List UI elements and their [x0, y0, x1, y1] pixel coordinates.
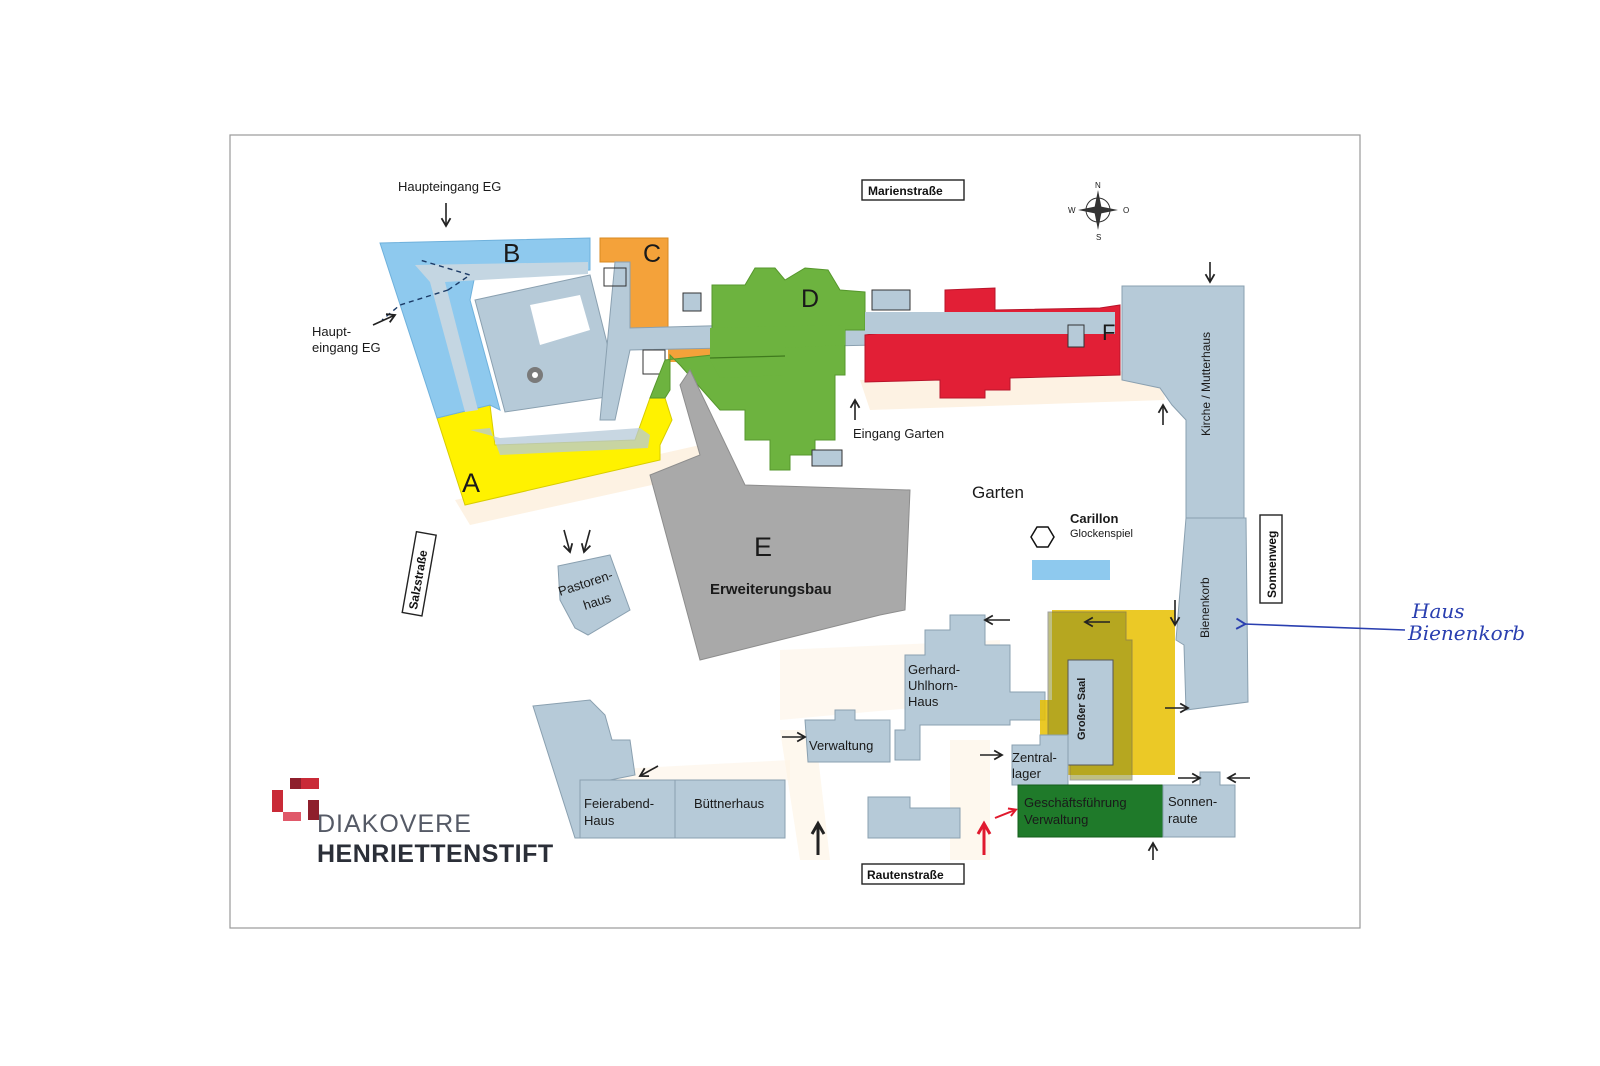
label-gf-1: Geschäftsführung [1024, 795, 1127, 810]
label-kirche: Kirche / Mutterhaus [1199, 332, 1213, 436]
kirche-mutterhaus[interactable] [1121, 285, 1245, 523]
label-sonnenraute-1: Sonnen- [1168, 794, 1217, 809]
wing-d-divider [709, 355, 786, 359]
compass-s: S [1096, 233, 1101, 242]
label-glockenspiel: Glockenspiel [1070, 528, 1133, 540]
courtyard-open [530, 295, 590, 345]
bienenkorb[interactable] [1175, 517, 1249, 711]
compass-w: W [1068, 206, 1076, 215]
carillon-icon [1030, 526, 1055, 548]
feierabend-haus-main [579, 779, 676, 839]
label-carillon: Carillon [1070, 511, 1118, 526]
grosser-saal-hall [1067, 659, 1114, 766]
svg-text:Marienstraße: Marienstraße [868, 184, 943, 198]
label-buettnerhaus: Büttnerhaus [694, 796, 765, 811]
pastorenhaus[interactable] [557, 554, 631, 636]
annotation-line-1: Haus [1411, 599, 1465, 623]
label-wing-a: A [462, 468, 480, 498]
label-garten: Garten [972, 483, 1024, 502]
label-grosser-saal: Großer Saal [1076, 678, 1088, 740]
label-feierabend-1: Feierabend- [584, 796, 654, 811]
small-building[interactable] [867, 796, 961, 839]
label-uhlhorn-1: Gerhard- [908, 662, 960, 677]
label-zentrallager-2: lager [1012, 766, 1042, 781]
gerhard-uhlhorn-haus[interactable] [894, 614, 1046, 761]
label-wing-f: F [1102, 320, 1115, 345]
courtyard-fountain-core [532, 372, 538, 378]
compass-o: O [1123, 206, 1129, 215]
wing-e[interactable] [649, 368, 911, 661]
compass-n: N [1095, 181, 1101, 190]
svg-text:Sonnenweg: Sonnenweg [1265, 531, 1279, 598]
verwaltung[interactable] [804, 709, 891, 763]
annotation-arrow [1244, 624, 1406, 631]
label-zentrallager-1: Zentral- [1012, 750, 1057, 765]
label-gf-2: Verwaltung [1024, 812, 1088, 827]
entrance-arrows [372, 203, 1250, 860]
logo-mark [272, 778, 319, 821]
label-uhlhorn-3: Haus [908, 694, 939, 709]
label-main-entrance-top: Haupteingang EG [398, 179, 501, 194]
wing-f-corridor [865, 312, 1115, 334]
stair-1 [603, 267, 627, 287]
street-sonnenweg: Sonnenweg [1259, 514, 1283, 604]
annotation-line-2: Bienenkorb [1407, 621, 1525, 645]
label-wing-b: B [503, 238, 520, 268]
wing-a-corridor [470, 428, 650, 455]
label-feierabend-2: Haus [584, 813, 615, 828]
geschaeftsfuehrung[interactable] [1017, 784, 1164, 838]
label-main-entrance-left-1: Haupt- [312, 324, 351, 339]
label-wing-e: E [754, 532, 772, 562]
label-main-entrance-left-2: eingang EG [312, 340, 381, 355]
wing-d-annex [811, 449, 843, 467]
label-erweiterungsbau: Erweiterungsbau [710, 581, 832, 598]
wing-b-corridor [415, 262, 588, 412]
label-verwaltung: Verwaltung [809, 738, 873, 753]
street-marienstrasse: Marienstraße [861, 179, 965, 201]
street-rautenstrasse: Rautenstraße [861, 863, 965, 885]
label-wing-d: D [801, 285, 819, 313]
label-sonnenraute-2: raute [1168, 811, 1198, 826]
stair-4 [871, 289, 911, 311]
label-bienenkorb: Bienenkorb [1198, 577, 1212, 638]
label-wing-c: C [643, 240, 661, 268]
logo-text-top: DIAKOVERE [317, 810, 472, 838]
compass-icon [1078, 190, 1118, 230]
wing-d-corridor [710, 325, 845, 378]
red-entrance-arrow-right [994, 807, 1018, 819]
label-garden-entrance: Eingang Garten [853, 426, 944, 441]
stair-3 [682, 292, 702, 312]
stair-5 [1067, 324, 1085, 348]
buettnerhaus[interactable] [674, 779, 786, 839]
zentrallager[interactable] [1011, 734, 1069, 786]
svg-text:Rautenstraße: Rautenstraße [867, 868, 944, 882]
label-uhlhorn-2: Uhlhorn- [908, 678, 958, 693]
pond [1032, 560, 1110, 580]
logo-text-bottom: HENRIETTENSTIFT [317, 840, 554, 868]
